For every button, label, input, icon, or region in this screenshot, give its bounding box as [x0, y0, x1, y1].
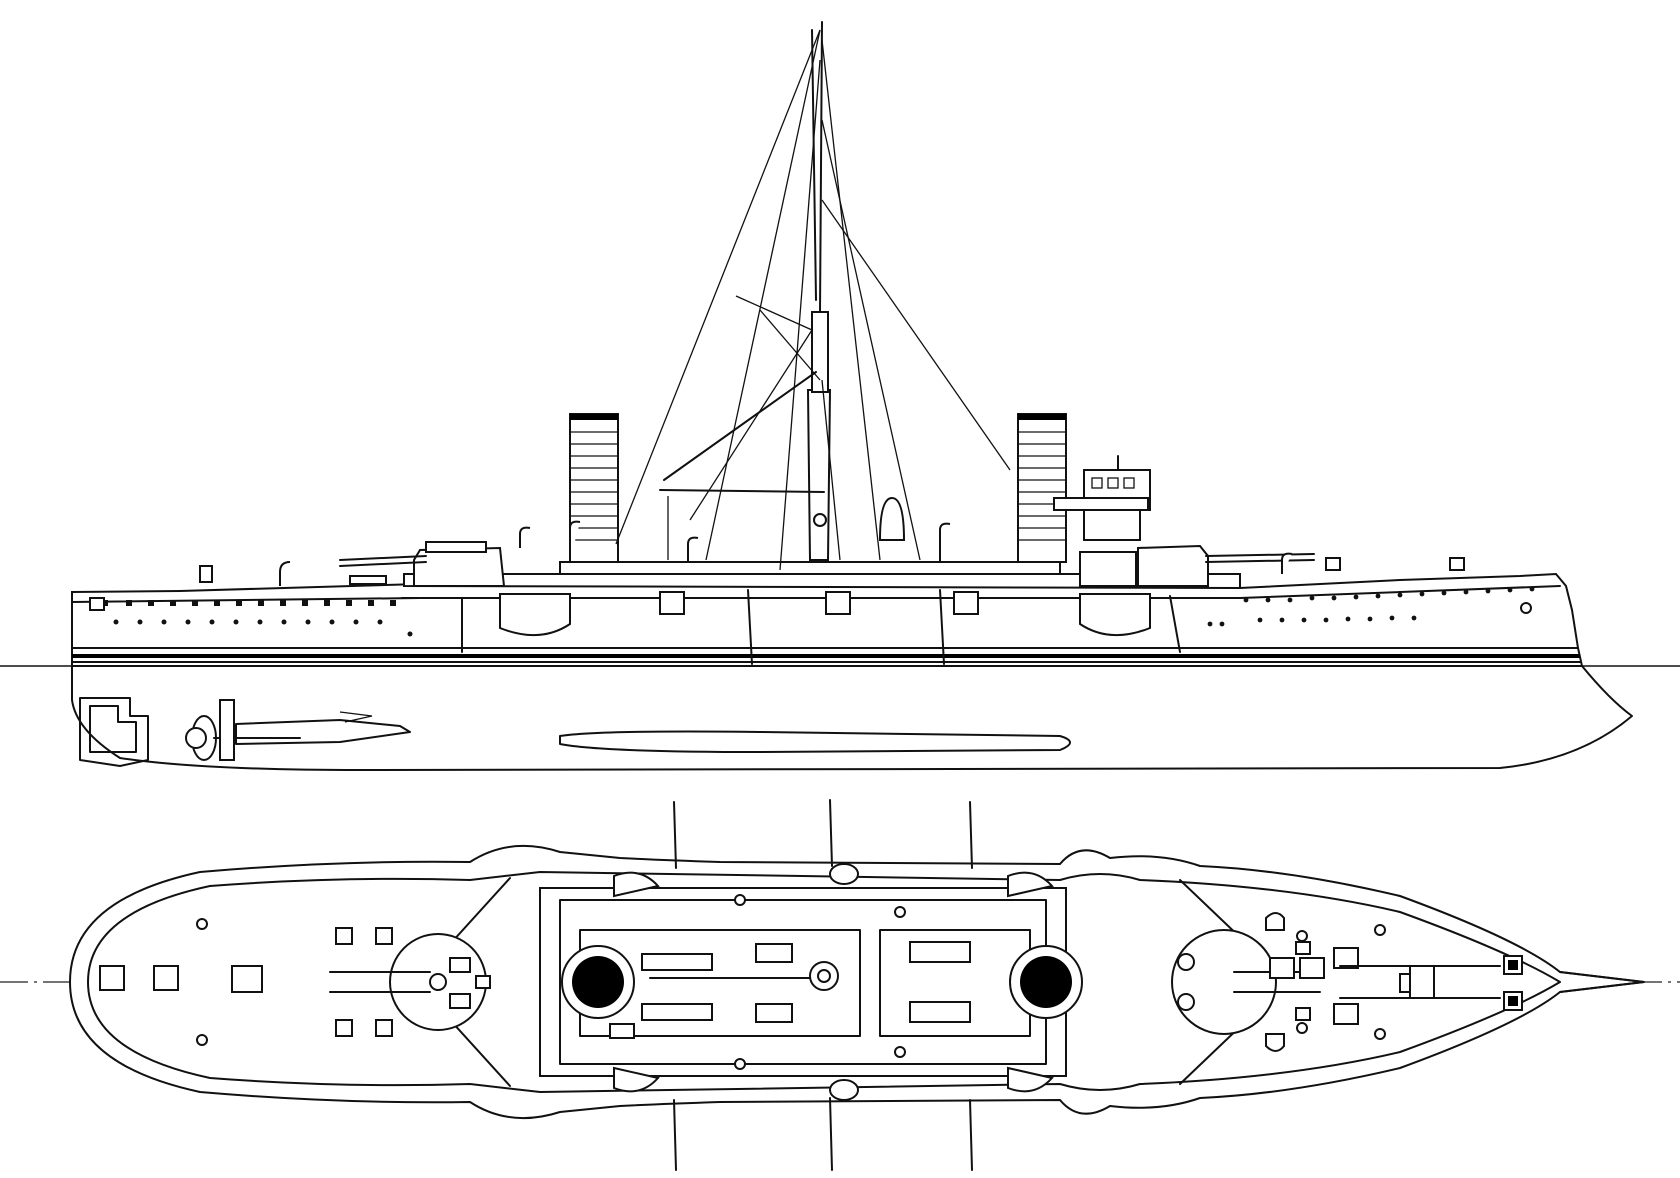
scuttles-aft — [102, 600, 413, 637]
ventilator-plan — [613, 863, 1285, 1101]
aft-funnel-plan — [561, 945, 635, 1019]
scuttles-fore — [1207, 586, 1535, 627]
aft-funnel — [569, 413, 619, 563]
boat-3 — [953, 591, 979, 615]
boat-2 — [825, 591, 851, 615]
rigging — [615, 29, 1011, 571]
fore-funnel-plan — [1009, 945, 1083, 1019]
propeller-icon — [185, 699, 411, 761]
ventilators — [199, 496, 1465, 586]
derrick-boom — [663, 371, 817, 481]
fore-turret — [1079, 544, 1315, 587]
plan-view — [0, 799, 1680, 1171]
skylights — [99, 927, 1425, 1039]
bilge-keel — [559, 730, 1071, 753]
profile-view — [0, 21, 1680, 771]
hull-lower — [71, 665, 1633, 771]
aft-turret — [339, 541, 506, 587]
fore-funnel — [1017, 413, 1067, 563]
bollards — [196, 894, 1386, 1070]
hawse-pipe — [1520, 602, 1532, 614]
torpedo-net-booms — [673, 799, 973, 1171]
fore-barbette-plan — [1171, 929, 1321, 1035]
barbette-aft-profile — [499, 593, 571, 637]
mainmast — [806, 21, 832, 561]
bridge — [1053, 455, 1151, 541]
barbette-fore-profile — [1079, 593, 1151, 637]
rudder-icon — [79, 697, 149, 767]
anchor-gear — [1339, 955, 1523, 1011]
boat-1 — [659, 591, 685, 615]
bow-point — [1559, 971, 1645, 993]
aft-barbette-plan — [329, 933, 491, 1031]
